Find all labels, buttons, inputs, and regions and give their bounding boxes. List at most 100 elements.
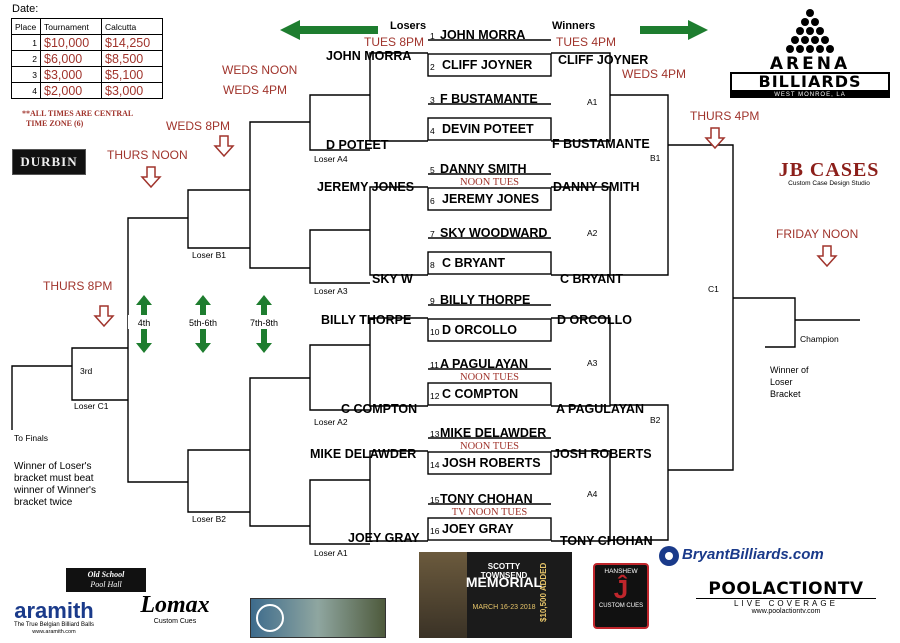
place-label: 7th-8th [250, 318, 278, 328]
prize-row: 3$3,000$5,100 [11, 66, 163, 83]
match-label: A4 [587, 489, 598, 499]
place-label: 5th-6th [189, 318, 217, 328]
player-name: A PAGULAYAN [440, 357, 528, 371]
match-box [427, 117, 552, 141]
round2-bracket-line [551, 450, 611, 542]
banner-sponsor-logo [250, 598, 386, 638]
loser-round1-line [369, 52, 428, 142]
hanshew-emblem-icon: Ĵ [613, 574, 629, 604]
seed-number: 8 [430, 260, 435, 270]
match-time-note: TV NOON TUES [452, 507, 528, 518]
seed-number: 3 [430, 95, 435, 105]
bracket-lines [11, 39, 860, 545]
final-note-line: Winner of Loser's [14, 461, 92, 472]
place-label-bg [248, 315, 280, 329]
down-arrow-icon [93, 305, 115, 328]
third-place-line [71, 347, 128, 401]
memorial-poster: SCOTTY TOWNSEND MEMORIAL MARCH 16-23 201… [419, 552, 572, 638]
winners-direction-label: Winners [552, 20, 595, 32]
match-time-note: NOON TUES [460, 177, 519, 188]
loser-name: JOHN MORRA [326, 49, 411, 63]
hanshew-custom-cues-logo: HANSHEW Ĵ CUSTOM CUES [593, 563, 649, 629]
loser-round4-line [187, 189, 250, 249]
time-label: THURS 8PM [43, 279, 112, 293]
seed-number: 2 [430, 62, 435, 72]
time-label: TUES 8PM [364, 35, 424, 49]
player-name: BILLY THORPE [440, 293, 530, 307]
match-box [427, 53, 552, 77]
prize-table: Place Tournament Calcutta 1$10,000$14,25… [11, 18, 163, 99]
place-label-bg [128, 315, 160, 329]
player-name: TONY CHOHAN [440, 492, 533, 506]
player-name: JOEY GRAY [442, 522, 514, 536]
durbin-logo: DURBIN [12, 149, 86, 175]
time-label: WEDS 8PM [166, 119, 230, 133]
loser-round3-line [249, 121, 310, 269]
seed-number: 16 [430, 526, 440, 536]
jb-cases-logo: JB CASES Custom Case Design Studio [778, 159, 880, 187]
player-name: D ORCOLLO [442, 323, 517, 337]
player-name: CLIFF JOYNER [442, 58, 532, 72]
match-label: B2 [650, 415, 661, 425]
match-box [427, 451, 552, 475]
loser-name: MIKE DELAWDER [310, 447, 416, 461]
loser-round3-line [249, 377, 310, 527]
seed-number: 7 [430, 229, 435, 239]
timezone-note-line: TIME ZONE (6) [26, 119, 84, 128]
prize-place: 3 [11, 66, 41, 83]
match-box [427, 318, 552, 342]
winner-loser-line: Loser [770, 377, 793, 387]
place-label: 4th [138, 318, 151, 328]
winner-loser-line: Bracket [770, 389, 801, 399]
round3-bracket-line [610, 94, 669, 276]
loser-name: SKY W [372, 272, 413, 286]
winner-name: JOSH ROBERTS [553, 447, 652, 461]
time-label: FRIDAY NOON [776, 227, 858, 241]
prize-tournament: $10,000 [40, 34, 102, 51]
date-label: Date: [12, 3, 39, 15]
losers-direction-label: Losers [390, 20, 426, 32]
player-name: F BUSTAMANTE [440, 92, 538, 106]
round3-bracket-line [610, 404, 669, 541]
poster-photo [419, 552, 467, 638]
time-label: WEDS NOON [222, 63, 297, 77]
seed-number: 11 [430, 360, 439, 370]
prize-row: 2$6,000$8,500 [11, 50, 163, 67]
to-finals-label: To Finals [14, 433, 48, 443]
seed-number: 10 [430, 327, 440, 337]
loser-label: Loser A4 [314, 154, 348, 164]
winners-arrow-icon [640, 20, 708, 40]
winners-final-line [668, 144, 734, 471]
seed-number: 14 [430, 460, 440, 470]
winner-name: CLIFF JOYNER [558, 53, 648, 67]
loser-label: Loser A1 [314, 548, 348, 558]
player-name: C COMPTON [442, 387, 518, 401]
losers-arrow-icon [280, 20, 378, 40]
seed-number: 12 [430, 391, 440, 401]
player-name: SKY WOODWARD [440, 226, 547, 240]
loser-name: C COMPTON [341, 402, 417, 416]
match-box [427, 382, 552, 406]
loser-round1-line [369, 450, 428, 542]
player-name: JOSH ROBERTS [442, 456, 541, 470]
seed-number: 1 [430, 31, 435, 41]
match-label: C1 [708, 284, 719, 294]
down-arrow-icon [704, 127, 726, 150]
match-box [427, 517, 552, 541]
lomax-logo: Lomax Custom Cues [140, 592, 210, 625]
loser-round2-line [309, 479, 370, 545]
player-name: C BRYANT [442, 256, 505, 270]
seed-number: 4 [430, 126, 435, 136]
final-note-line: bracket twice [14, 497, 73, 508]
prize-tournament: $3,000 [40, 66, 102, 83]
time-label: TUES 4PM [556, 35, 616, 49]
loser-label: Loser C1 [74, 401, 109, 411]
player-name: DANNY SMITH [440, 162, 527, 176]
seed-number: 13 [430, 429, 440, 439]
prize-header-tournament: Tournament [40, 18, 102, 35]
final-note-line: bracket must beat [14, 473, 94, 484]
loser-round2-line [309, 344, 370, 411]
rack-icon [786, 9, 834, 53]
prize-place: 4 [11, 82, 41, 99]
